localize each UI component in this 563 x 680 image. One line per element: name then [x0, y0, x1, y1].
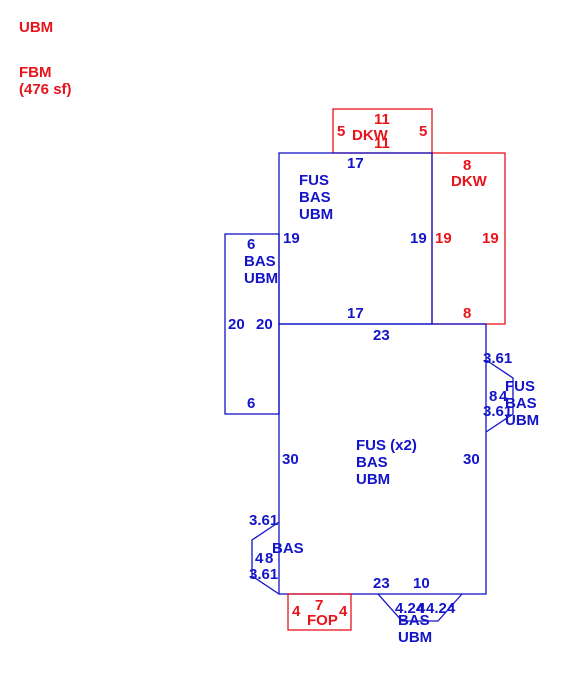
right-bay-outline: [485, 359, 514, 433]
right-bay-bottom-dim: 3.61: [483, 403, 512, 420]
main-box-bottom-left-dim: 23: [373, 575, 390, 592]
top-dkw-label: DKW: [352, 127, 389, 144]
fop-outline: [287, 593, 352, 631]
top-dkw-top-dim: 11: [374, 111, 390, 128]
right-bay-label-1: FUS: [505, 378, 535, 395]
main-box-top-dim: 23: [373, 327, 390, 344]
left-wing-label-1: BAS: [244, 253, 276, 270]
left-wing-top-dim: 6: [247, 236, 255, 253]
upper-box-bottom-dim: 17: [347, 305, 364, 322]
right-dkw-left-dim: 19: [435, 230, 452, 247]
legend-fbm-name: FBM: [19, 64, 52, 81]
left-bay-label: BAS: [272, 540, 304, 557]
upper-box-label-2: BAS: [299, 189, 331, 206]
left-bay-sub-dim: 8: [265, 550, 273, 567]
upper-box-label-1: FUS: [299, 172, 329, 189]
right-bay-sub-dim: 4: [499, 388, 508, 405]
left-bay-bottom-dim: 3.61: [249, 566, 278, 583]
top-dkw-left-dim: 5: [337, 123, 345, 140]
bottom-bay-label-1: BAS: [398, 612, 430, 629]
legend-fbm-area: (476 sf): [19, 81, 72, 98]
right-bay-middle-dim: 8: [489, 388, 497, 405]
right-bay-label-2: BAS: [505, 395, 537, 412]
main-box-label-3: UBM: [356, 471, 390, 488]
right-bay-top-dim: 3.61: [483, 350, 512, 367]
left-bay-outline: [251, 521, 280, 595]
left-wing-bottom-dim: 6: [247, 395, 255, 412]
upper-box-label-3: UBM: [299, 206, 333, 223]
bottom-bay-right-dim: 4.24: [426, 600, 456, 617]
main-box-outline: [278, 323, 487, 595]
fop-top-dim: 7: [315, 597, 323, 614]
main-box-label-2: BAS: [356, 454, 388, 471]
right-dkw-label: DKW: [451, 173, 488, 190]
top-dkw-right-dim: 5: [419, 123, 427, 140]
right-bay-label-3: UBM: [505, 412, 539, 429]
bottom-bay-label-2: UBM: [398, 629, 432, 646]
main-box-label-1: FUS (x2): [356, 437, 417, 454]
right-dkw-top-dim: 8: [463, 157, 471, 174]
right-dkw-right-dim: 19: [482, 230, 499, 247]
fop-right-dim: 4: [339, 603, 348, 620]
upper-box-top-dim: 17: [347, 155, 364, 172]
main-box-right-dim: 30: [463, 451, 480, 468]
top-dkw-bottom-dim: 11: [374, 135, 390, 152]
bottom-bay-middle-dim: 4: [417, 600, 426, 617]
bottom-bay-left-dim: 4.24: [395, 600, 425, 617]
left-bay-top-dim: 3.61: [249, 512, 278, 529]
right-dkw-bottom-dim: 8: [463, 305, 471, 322]
left-bay-middle-dim: 4: [255, 550, 264, 567]
main-box-left-dim: 30: [282, 451, 299, 468]
bottom-bay-outline: [377, 593, 463, 622]
left-wing-right-dim: 20: [256, 316, 273, 333]
left-wing-left-dim: 20: [228, 316, 245, 333]
main-box-bottom-right-dim: 10: [413, 575, 430, 592]
left-wing-label-2: UBM: [244, 270, 278, 287]
fop-left-dim: 4: [292, 603, 301, 620]
upper-box-left-dim: 19: [283, 230, 300, 247]
fop-label: FOP: [307, 612, 338, 629]
upper-box-right-dim: 19: [410, 230, 427, 247]
legend-ubm: UBM: [19, 19, 53, 36]
